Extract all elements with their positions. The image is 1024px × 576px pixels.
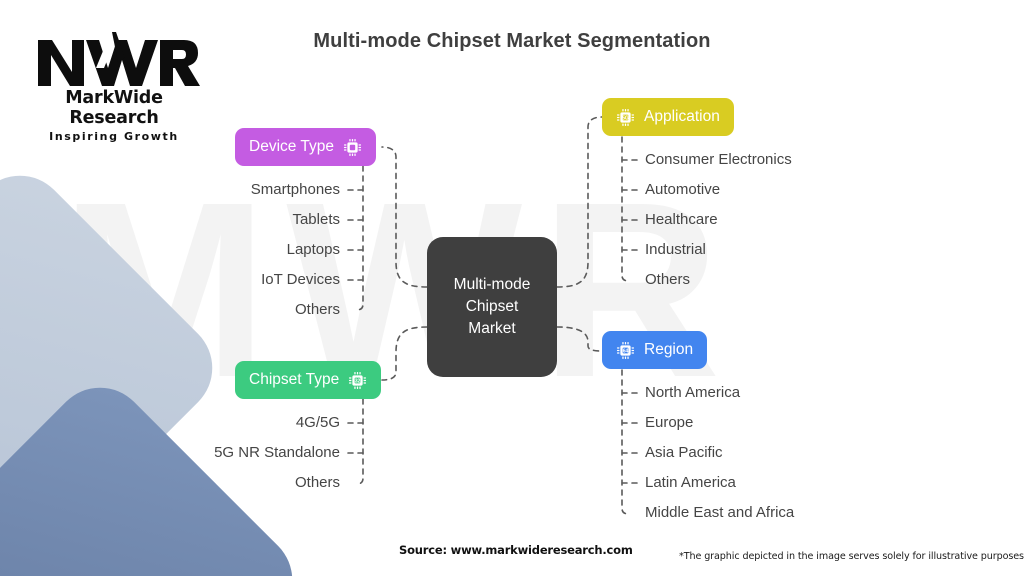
branch-label-device-type: Device Type	[249, 138, 335, 155]
leaf-region-4: Middle East and Africa	[645, 504, 795, 521]
disclaimer-note: *The graphic depicted in the image serve…	[679, 551, 1024, 562]
leaf-application-2: Healthcare	[645, 211, 718, 228]
branch-label-application: Application	[644, 108, 720, 125]
leaf-application-1: Automotive	[645, 181, 721, 198]
wire-chipset-type	[381, 326, 428, 381]
page-title: Multi-mode Chipset Market Segmentation	[313, 30, 711, 52]
logo-company-name: MarkWide Research	[65, 88, 163, 128]
leaf-device-type-4: Others	[294, 301, 340, 318]
chip-icon-text: 5G	[622, 115, 629, 121]
leaf-device-type-3: IoT Devices	[261, 271, 340, 288]
branch-pill-chipset-type[interactable]: Chipset Type 32	[235, 361, 382, 399]
leaf-region-0: North America	[645, 384, 741, 401]
wire-chipset-spine	[355, 398, 364, 485]
wire-application-stubs	[621, 159, 641, 251]
leaf-chipset-type-0: 4G/5G	[295, 414, 340, 431]
logo-tagline: Inspiring Growth	[49, 130, 179, 143]
wire-application-spine	[621, 136, 630, 282]
branch-pill-application[interactable]: 5G Application	[602, 98, 734, 136]
wire-device-type	[381, 146, 428, 288]
chip-icon-text: 64	[623, 348, 629, 354]
branch-pill-device-type[interactable]: Device Type	[235, 128, 377, 166]
branch-pill-region[interactable]: 64 Region	[602, 331, 708, 369]
chip-icon-text: 32	[355, 378, 361, 384]
leaf-device-type-1: Tablets	[292, 211, 340, 228]
brand-logo: MarkWide Research Inspiring Growth	[26, 28, 202, 143]
wire-region-spine	[621, 369, 630, 515]
source-label: Source: www.markwideresearch.com	[399, 543, 633, 557]
leaf-region-3: Latin America	[645, 474, 736, 491]
leaf-device-type-2: Laptops	[286, 241, 340, 258]
decorative-square-dark	[0, 367, 313, 576]
wire-region	[556, 326, 603, 352]
chip-icon: 5G	[616, 108, 635, 126]
leaf-region-1: Europe	[645, 414, 694, 431]
center-node-multi-mode-chipset-market[interactable]: Multi-mode Chipset Market	[427, 237, 557, 377]
wire-application	[556, 116, 603, 288]
wire-device-spine	[355, 165, 364, 311]
mwr-logo-mark	[38, 32, 200, 86]
branch-label-chipset-type: Chipset Type	[249, 371, 340, 388]
leaf-application-3: Industrial	[645, 241, 706, 258]
wire-device-stubs	[344, 189, 364, 281]
leaf-device-type-0: Smartphones	[250, 181, 340, 198]
leaf-region-2: Asia Pacific	[645, 444, 723, 461]
leaf-application-0: Consumer Electronics	[645, 151, 792, 168]
wire-region-stubs	[621, 392, 641, 484]
leaf-chipset-type-1: 5G NR Standalone	[214, 444, 340, 461]
leaf-application-4: Others	[645, 271, 691, 288]
chip-icon: 32	[349, 371, 367, 389]
chip-icon: 64	[616, 341, 635, 359]
branch-label-region: Region	[644, 341, 694, 358]
wire-chipset-stubs	[344, 422, 364, 454]
leaf-chipset-type-2: Others	[294, 474, 340, 491]
chip-icon	[343, 138, 362, 156]
